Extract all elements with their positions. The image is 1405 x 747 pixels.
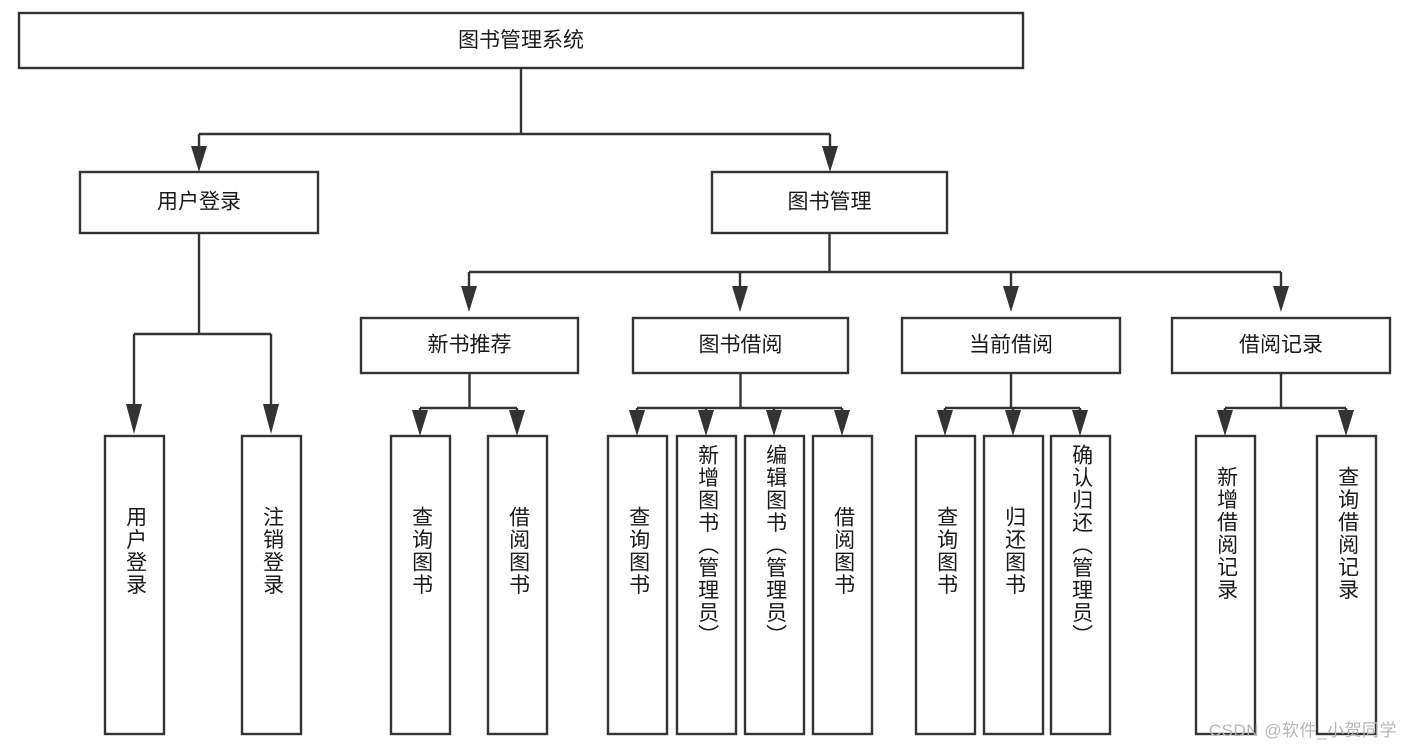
node-root-box[interactable] xyxy=(17,11,1025,70)
arrowhead-level1-0 xyxy=(191,146,207,172)
arrowhead-bb-leaf-1 xyxy=(698,410,714,436)
node-current-borrow-label: 当前借阅 xyxy=(969,334,1053,357)
leaf-box-cb-0[interactable] xyxy=(914,434,977,736)
arrowhead-bb-leaf-3 xyxy=(834,410,850,436)
leaf-box-bb-3[interactable] xyxy=(811,434,874,736)
leaf-box-nbr-1[interactable] xyxy=(486,434,549,736)
leaf-box-cb-1[interactable] xyxy=(982,434,1045,736)
node-user-login-label: 用户登录 xyxy=(157,191,241,214)
node-current-borrow-box[interactable] xyxy=(900,316,1122,375)
node-user-login[interactable]: 用户登录 xyxy=(78,170,320,235)
node-book-management-box[interactable] xyxy=(710,170,949,235)
arrowhead-cb-leaf-0 xyxy=(937,410,953,436)
node-borrow-record-box[interactable] xyxy=(1170,316,1392,375)
leaf-box-bb-2[interactable] xyxy=(743,434,806,736)
arrowhead-br-leaf-1 xyxy=(1338,410,1354,436)
node-current-borrow[interactable]: 当前借阅 xyxy=(900,316,1122,375)
arrowhead-level1-1 xyxy=(822,146,838,172)
node-new-book-recommend-label: 新书推荐 xyxy=(428,334,512,357)
node-root[interactable]: 图书管理系统 xyxy=(17,11,1025,70)
leaf-box-br-1[interactable] xyxy=(1315,434,1378,736)
arrowhead-user-login-leaf-0 xyxy=(126,404,142,434)
leaf-box-user-login-0[interactable] xyxy=(103,434,166,736)
node-book-borrow-box[interactable] xyxy=(631,316,850,375)
arrowhead-bb-leaf-2 xyxy=(766,410,782,436)
node-borrow-record-label: 借阅记录 xyxy=(1239,334,1323,357)
arrowhead-nbr-leaf-1 xyxy=(509,410,525,436)
arrowhead-l2-3 xyxy=(1273,286,1289,312)
node-new-book-recommend[interactable]: 新书推荐 xyxy=(359,316,580,375)
leaf-box-br-0[interactable] xyxy=(1194,434,1257,736)
leaf-box-bb-1[interactable] xyxy=(675,434,738,736)
watermark-text: CSDN @软件_小贺同学 xyxy=(1208,721,1397,740)
arrowhead-l2-2 xyxy=(1003,286,1019,312)
arrowhead-l2-0 xyxy=(461,286,477,312)
node-book-management[interactable]: 图书管理 xyxy=(710,170,949,235)
arrowhead-user-login-leaf-1 xyxy=(263,404,279,434)
leaf-box-nbr-0[interactable] xyxy=(389,434,452,736)
node-borrow-record[interactable]: 借阅记录 xyxy=(1170,316,1392,375)
leaf-box-cb-2[interactable] xyxy=(1049,434,1112,736)
arrowhead-cb-leaf-1 xyxy=(1005,410,1021,436)
arrowhead-br-leaf-0 xyxy=(1217,410,1233,436)
node-root-label: 图书管理系统 xyxy=(458,29,584,52)
leaf-box-user-login-1[interactable] xyxy=(240,434,303,736)
arrowhead-l2-1 xyxy=(732,286,748,312)
node-book-borrow[interactable]: 图书借阅 xyxy=(631,316,850,375)
arrowhead-nbr-leaf-0 xyxy=(412,410,428,436)
arrowhead-cb-leaf-2 xyxy=(1072,410,1088,436)
arrowhead-bb-leaf-0 xyxy=(629,410,645,436)
leaf-box-bb-0[interactable] xyxy=(606,434,669,736)
node-book-management-label: 图书管理 xyxy=(788,191,872,214)
node-new-book-recommend-box[interactable] xyxy=(359,316,580,375)
node-book-borrow-label: 图书借阅 xyxy=(699,334,783,357)
